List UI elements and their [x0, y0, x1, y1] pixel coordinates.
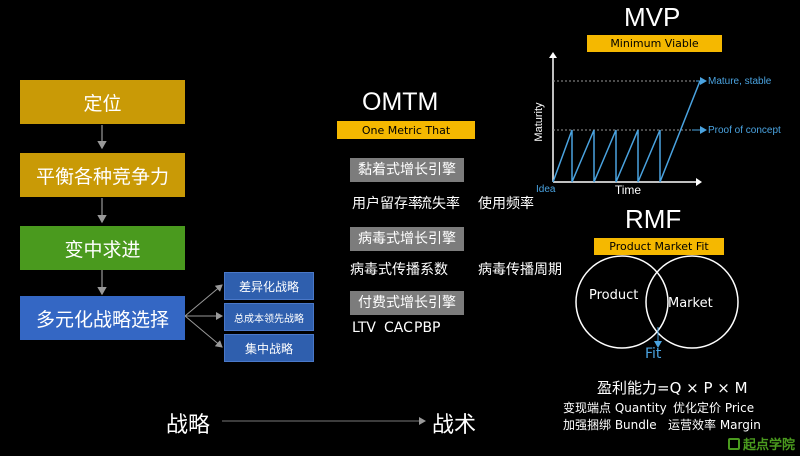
metric-retention: 用户留存率 [352, 196, 422, 212]
metric-ltv: LTV [352, 320, 377, 336]
mvp-title: MVP [624, 2, 681, 32]
rmf-title: RMF [625, 204, 682, 234]
mvp-chart: Maturity Time Idea Mature, stable Proof … [533, 52, 781, 197]
profit-margin: 运营效率 Margin [668, 418, 761, 432]
tactics-label: 战术 [432, 413, 477, 438]
engine-viral: 病毒式增长引擎 [350, 227, 464, 251]
metric-viral-coefficient: 病毒式传播系数 [350, 262, 448, 278]
rmf-tag: Product Market Fit [594, 238, 724, 255]
flow-step-progress-through-change: 变中求进 [20, 226, 185, 270]
mvp-x-axis-label: Time [615, 183, 642, 197]
omtm-tag: One Metric That [337, 121, 475, 139]
branch-focus: 集中战略 [224, 334, 314, 362]
metric-frequency: 使用频率 [478, 196, 534, 212]
venn-product: Product [589, 288, 639, 303]
profit-formula: 盈利能力=Q × P × M [597, 379, 748, 397]
mvp-level-high: Mature, stable [708, 76, 772, 87]
branch-differentiation: 差异化战略 [224, 272, 314, 300]
metric-churn: 流失率 [418, 196, 460, 212]
profit-quantity: 变现端点 Quantity [563, 401, 667, 415]
flow-step-balance-competition: 平衡各种竞争力 [20, 153, 185, 197]
engine-paid: 付费式增长引擎 [350, 291, 464, 315]
mvp-tag: Minimum Viable [587, 35, 722, 52]
brand-logo: 起点学院 [728, 434, 795, 453]
metric-viral-cycle: 病毒传播周期 [478, 262, 562, 278]
venn-fit: Fit [645, 346, 662, 362]
metric-pbp: PBP [414, 320, 441, 336]
venn-market: Market [668, 296, 713, 311]
profit-price: 优化定价 Price [673, 401, 755, 415]
mvp-origin-label: Idea [536, 184, 556, 195]
branch-cost-leadership: 总成本领先战略 [224, 303, 314, 331]
rmf-venn [575, 255, 739, 349]
flow-step-positioning: 定位 [20, 80, 185, 124]
engine-sticky: 黏着式增长引擎 [350, 158, 464, 182]
mvp-y-axis-label: Maturity [533, 102, 545, 142]
strategy-label: 战略 [166, 413, 211, 438]
metric-cac: CAC [384, 320, 413, 336]
profit-bundle: 加强捆绑 Bundle [563, 418, 657, 432]
logo-mark-icon [728, 437, 740, 450]
flow-step-diversified-strategy: 多元化战略选择 [20, 296, 185, 340]
mvp-level-mid: Proof of concept [708, 125, 781, 136]
omtm-title: OMTM [362, 88, 439, 116]
